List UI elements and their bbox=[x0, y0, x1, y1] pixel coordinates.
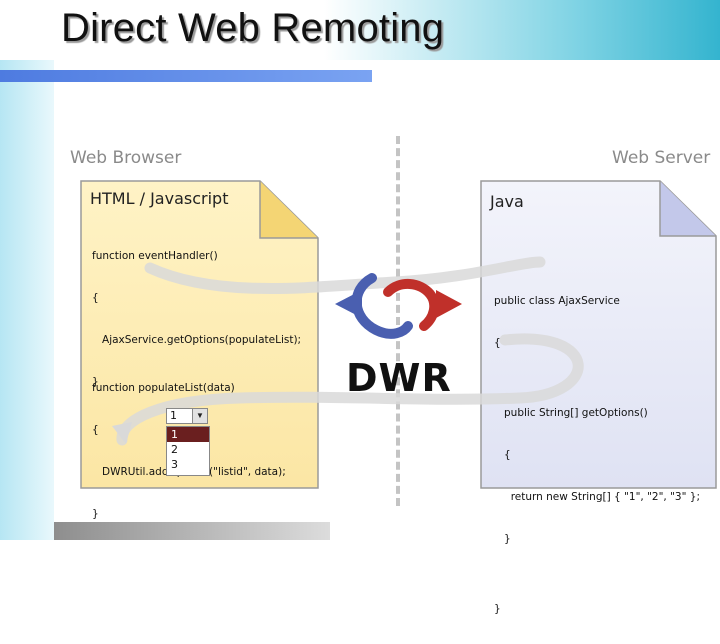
dwr-label: DWR bbox=[346, 356, 452, 400]
server-document: Java public class AjaxService { public S… bbox=[480, 180, 718, 615]
select-value: 1 bbox=[170, 409, 177, 422]
select-option[interactable]: 3 bbox=[171, 458, 178, 471]
code-line: public String[] getOptions() bbox=[494, 407, 648, 419]
dwr-red-arrow bbox=[383, 279, 440, 331]
code-line: return new String[] { "1", "2", "3" }; bbox=[494, 491, 700, 503]
slide-title: Direct Web Remoting bbox=[61, 6, 445, 50]
code-line: { bbox=[92, 292, 99, 304]
client-doc-title: HTML / Javascript bbox=[90, 189, 229, 208]
select-option[interactable]: 2 bbox=[171, 443, 178, 456]
code-line: } bbox=[494, 533, 511, 545]
dwr-red-arrowhead bbox=[436, 290, 462, 318]
server-code-block: public class AjaxService { public String… bbox=[494, 266, 700, 644]
code-line: public class AjaxService bbox=[494, 295, 620, 307]
left-decor-band bbox=[0, 0, 54, 540]
select-options[interactable]: 1 2 3 bbox=[166, 426, 210, 476]
client-server-divider bbox=[396, 136, 400, 506]
code-line: AjaxService.getOptions(populateList); bbox=[92, 334, 302, 346]
web-server-heading: Web Server bbox=[612, 148, 711, 168]
web-browser-heading: Web Browser bbox=[70, 148, 182, 168]
select-option[interactable]: 1 bbox=[167, 427, 209, 442]
code-line: { bbox=[494, 337, 501, 349]
code-line: } bbox=[92, 376, 99, 388]
dwr-blue-arrowhead bbox=[335, 290, 362, 318]
dwr-blue-arrow bbox=[351, 273, 413, 339]
bottom-decor-bar bbox=[54, 522, 330, 540]
title-bar-background bbox=[0, 0, 720, 60]
code-line: { bbox=[92, 424, 99, 436]
dropdown-arrow-icon[interactable]: ▼ bbox=[192, 409, 207, 423]
code-line: } bbox=[494, 603, 501, 615]
code-line: function populateList(data) bbox=[92, 382, 235, 394]
title-underline-bar bbox=[0, 70, 372, 82]
code-line: } bbox=[92, 508, 99, 520]
code-line: { bbox=[494, 449, 511, 461]
list-select[interactable]: 1 ▼ bbox=[166, 408, 208, 424]
code-line: function eventHandler() bbox=[92, 250, 218, 262]
server-doc-title: Java bbox=[490, 192, 524, 211]
